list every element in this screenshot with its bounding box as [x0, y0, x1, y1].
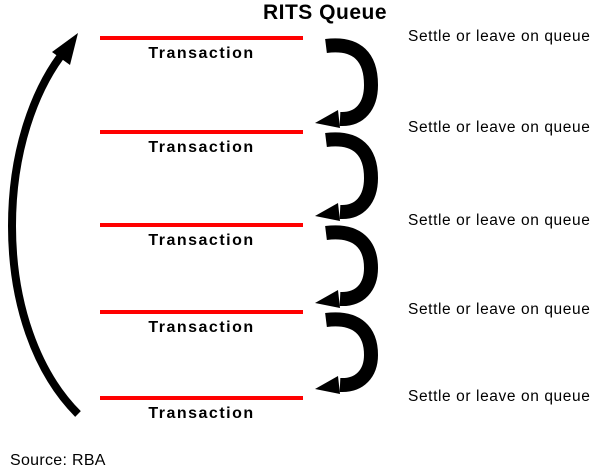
transaction-label: Transaction — [148, 45, 255, 62]
curved-arrow-down-icon — [315, 38, 379, 128]
settle-note: Settle or leave on queue — [408, 212, 591, 229]
diagram-title: RITS Queue — [262, 1, 388, 24]
curved-arrow-return-up-icon — [7, 33, 81, 417]
settle-note: Settle or leave on queue — [408, 28, 591, 45]
transaction-label: Transaction — [148, 319, 255, 336]
curved-arrow-down-icon — [315, 312, 379, 394]
transaction-line — [100, 223, 303, 227]
transaction-line — [100, 396, 303, 400]
transaction-line — [100, 130, 303, 134]
transaction-line — [100, 36, 303, 40]
settle-note: Settle or leave on queue — [408, 388, 591, 405]
curved-arrow-down-icon — [315, 132, 379, 221]
transaction-label: Transaction — [148, 232, 255, 249]
settle-note: Settle or leave on queue — [408, 119, 591, 136]
transaction-label: Transaction — [148, 405, 255, 422]
curved-arrow-down-icon — [315, 225, 379, 308]
transaction-label: Transaction — [148, 139, 255, 156]
settle-note: Settle or leave on queue — [408, 301, 591, 318]
transaction-line — [100, 310, 303, 314]
source-caption: Source: RBA — [10, 452, 106, 469]
